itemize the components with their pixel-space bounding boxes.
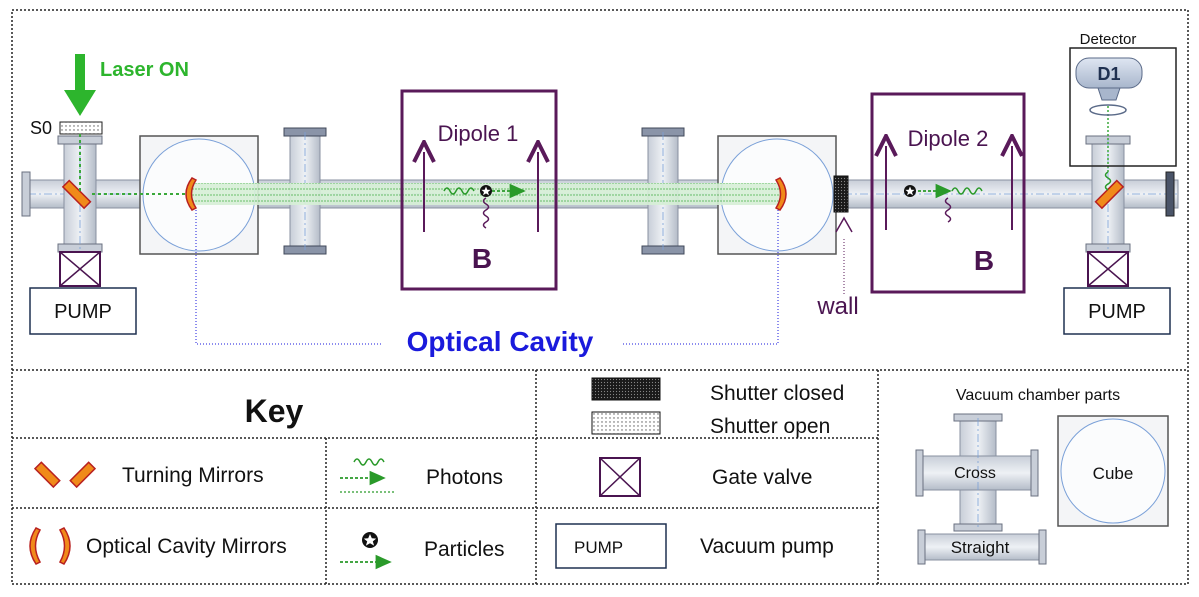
key-shutter-open-label: Shutter open — [710, 415, 830, 438]
cavity-bracket-left — [195, 210, 382, 345]
key-title: Key — [245, 393, 304, 429]
key-turning-mirrors-label: Turning Mirrors — [122, 464, 264, 487]
b-field-label-2: B — [974, 245, 994, 276]
dipole-1-photon-wave — [443, 187, 475, 195]
s0-shutter-open — [59, 121, 103, 135]
key-cross-part-icon — [915, 413, 1039, 532]
key-pump-box-label: PUMP — [574, 538, 623, 557]
right-gate-valve — [1087, 251, 1129, 287]
optical-cavity-label: Optical Cavity — [407, 326, 594, 357]
cavity-bracket-right — [622, 210, 779, 345]
dipole-1-label: Dipole 1 — [438, 121, 519, 146]
d1-label: D1 — [1097, 64, 1120, 84]
key-cube-part-icon — [1057, 415, 1169, 527]
right-photon-wave — [1104, 171, 1112, 191]
key-vacuum-parts-title: Vacuum chamber parts — [956, 387, 1120, 404]
key-straight-part-icon — [917, 529, 1047, 565]
detector-label: Detector — [1080, 31, 1137, 48]
key-particle-icon — [362, 532, 378, 548]
laser-arrow-icon — [64, 54, 96, 116]
right-turning-mirror-icon — [1094, 179, 1125, 210]
dipole-2-photon-wave — [951, 187, 983, 195]
dipole-1-box — [400, 89, 558, 291]
left-pump — [29, 287, 137, 335]
dipole-1-particle-icon — [480, 185, 492, 197]
key-particles-label: Particles — [424, 538, 505, 561]
dipole-2-emission-wave — [944, 197, 952, 223]
laser-on-label: Laser ON — [100, 59, 189, 81]
left-turning-mirror-icon — [61, 179, 92, 210]
right-pump-label: PUMP — [1088, 301, 1146, 323]
key-gate-valve-label: Gate valve — [712, 466, 812, 489]
key-cube-label: Cube — [1093, 464, 1134, 483]
key-gate-valve-icon — [599, 457, 641, 497]
detector-box — [1069, 47, 1177, 167]
wall-pointer-head — [835, 216, 853, 233]
right-cavity-mirror-icon — [774, 177, 787, 211]
key-cavity-mirror-right-icon — [58, 527, 71, 565]
detector-nozzle — [1097, 87, 1121, 101]
left-pump-label: PUMP — [54, 301, 112, 323]
key-shutter-closed-label: Shutter closed — [710, 382, 844, 405]
key-shutter-open-icon — [591, 411, 661, 435]
key-pump-icon — [555, 523, 667, 569]
key-photon-wave-icon — [353, 458, 385, 466]
s0-label: S0 — [30, 118, 52, 138]
key-cross-label: Cross — [954, 465, 996, 482]
wall-shutter-closed — [833, 175, 849, 213]
wall-label: wall — [816, 293, 858, 320]
key-shutter-closed-icon — [591, 377, 661, 401]
key-straight-label: Straight — [951, 538, 1010, 557]
key-cavity-mirror-left-icon — [29, 527, 42, 565]
key-turning-mirrors-icon — [33, 461, 97, 489]
key-vacuum-pump-label: Vacuum pump — [700, 535, 834, 558]
key-cavity-mirrors-label: Optical Cavity Mirrors — [86, 535, 287, 558]
dipole-1-emission-wave — [482, 197, 490, 229]
dipole-2-box — [870, 92, 1026, 294]
outer-frame — [11, 9, 1189, 585]
detector-lens-icon — [1089, 104, 1127, 116]
b-field-label-1: B — [472, 243, 492, 274]
left-cavity-mirror-icon — [185, 177, 198, 211]
dipole-2-label: Dipole 2 — [908, 126, 989, 151]
right-pump — [1063, 287, 1171, 335]
dipole-2-particle-icon — [904, 185, 916, 197]
key-photons-label: Photons — [426, 466, 503, 489]
left-gate-valve — [59, 251, 101, 287]
